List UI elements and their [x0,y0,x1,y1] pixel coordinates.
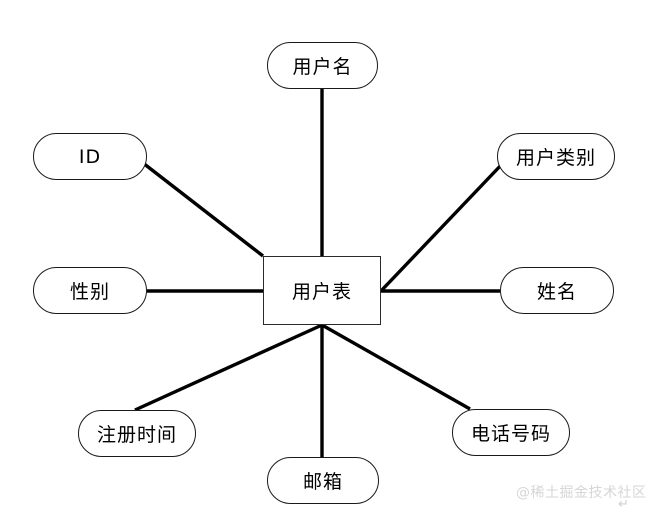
attribute-node-label: 用户名 [292,56,353,78]
attribute-node-user-category[interactable]: 用户类别 [497,133,615,180]
attribute-node-username[interactable]: 用户名 [267,42,378,89]
attribute-node-name[interactable]: 姓名 [500,267,614,314]
attribute-node-label: 注册时间 [96,424,177,446]
pilcrow-return-icon: ↵ [618,497,629,512]
attribute-node-email[interactable]: 邮箱 [267,457,379,504]
edge-register-time [134,323,323,412]
entity-node-user-table[interactable]: 用户表 [263,256,381,325]
attribute-node-phone[interactable]: 电话号码 [452,409,570,456]
attribute-node-gender[interactable]: 性别 [33,267,147,314]
attribute-node-id[interactable]: ID [33,133,147,180]
watermark-text: @稀土掘金技术社区 [516,485,647,501]
attribute-node-label: 电话号码 [470,423,551,445]
attribute-node-label: 姓名 [536,281,577,303]
entity-node-label: 用户表 [291,281,352,303]
edge-phone [321,323,471,411]
attribute-node-label: 邮箱 [302,471,343,493]
edge-id [141,161,265,258]
attribute-node-label: 性别 [69,281,110,303]
attribute-node-label: 用户类别 [515,147,596,169]
attribute-node-label: ID [78,145,102,168]
edge-user-category [379,160,506,293]
attribute-node-register-time[interactable]: 注册时间 [78,410,196,457]
